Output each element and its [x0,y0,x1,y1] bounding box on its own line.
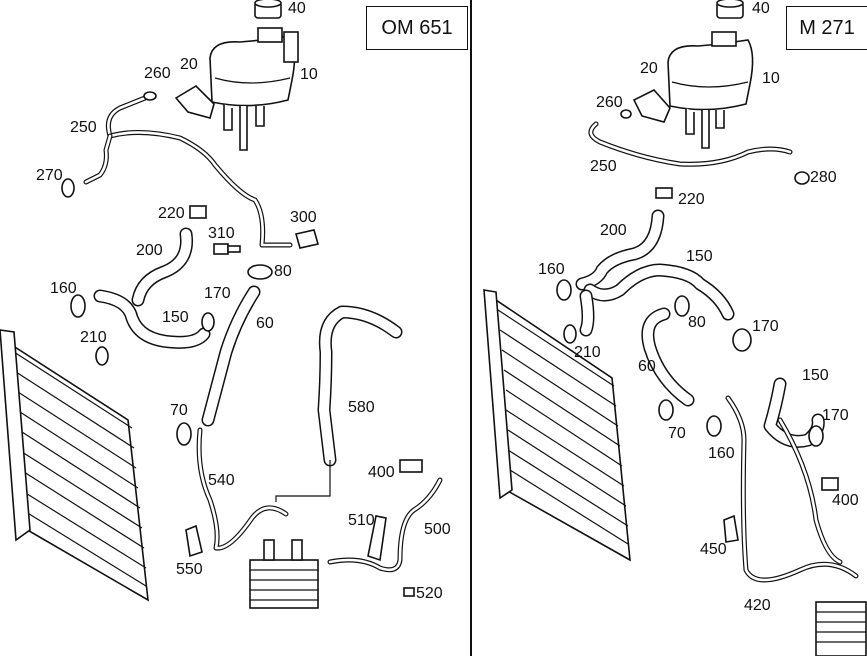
callout: 200 [600,222,627,239]
left-ring-210 [95,346,109,366]
callout: 150 [686,248,713,265]
callout: 160 [538,261,565,278]
left-hose-580 [317,305,403,467]
left-oil-cooler [249,539,319,609]
left-clip-400 [399,459,423,473]
left-ring-160 [70,294,86,318]
callout: 170 [204,285,231,302]
left-hose-540 [196,427,289,551]
right-ring-170 [732,328,752,352]
left-clip-220 [189,205,207,219]
callout: 300 [290,209,317,226]
callout: 500 [424,521,451,538]
left-ring-70 [176,422,192,446]
left-expansion-tank [209,27,299,151]
callout: 60 [256,315,274,332]
left-ring-170 [201,312,215,332]
right-ring-280 [794,171,810,185]
callout: 250 [70,119,97,136]
callout: 60 [638,358,656,375]
callout: 80 [688,314,706,331]
callout: 220 [678,191,705,208]
callout: 40 [288,0,306,17]
right-reservoir-cap [716,0,744,19]
callout: 310 [208,225,235,242]
callout: 260 [596,94,623,111]
callout: 70 [668,425,686,442]
left-hose-500 [327,477,443,573]
right-hose-420 [725,395,859,583]
right-bracket-20 [632,89,671,123]
callout: 510 [348,512,375,529]
callout: 150 [162,309,189,326]
left-sensor-300 [294,229,320,249]
right-hose-200 [575,209,665,291]
engine-badge-left: OM 651 [366,6,468,50]
left-radiator [0,329,149,602]
callout: 520 [416,585,443,602]
right-ring-210 [563,324,577,344]
left-bracket-550 [185,524,203,558]
right-hose-60 [641,307,695,407]
callout: 550 [176,561,203,578]
callout: 160 [50,280,77,297]
callout: 170 [822,407,849,424]
left-bracket-510 [367,515,387,562]
callout: 220 [158,205,185,222]
callout: 10 [300,66,318,83]
right-ring-160 [556,279,572,301]
left-ring-80 [247,264,273,280]
callout: 170 [752,318,779,335]
callout: 70 [170,402,188,419]
left-ring-270 [61,178,75,198]
right-radiator [483,289,631,562]
callout: 270 [36,167,63,184]
left-bolt-310 [213,243,241,255]
right-clip-220 [655,187,673,199]
callout: 580 [348,399,375,416]
right-hose-150-upper [583,263,735,321]
left-ring-260 [143,91,157,101]
right-ring-160-lower [706,415,722,437]
callout: 10 [762,70,780,87]
callout: 80 [274,263,292,280]
left-nut-520 [403,587,415,597]
callout: 160 [708,445,735,462]
right-clip-400 [821,477,839,491]
callout: 150 [802,367,829,384]
callout: 20 [180,56,198,73]
callout: 400 [832,492,859,509]
right-oil-cooler [815,601,867,656]
left-hose-200 [131,227,194,307]
left-reservoir-cap [254,0,282,19]
callout: 400 [368,464,395,481]
callout: 20 [640,60,658,77]
left-hose-60 [201,285,261,427]
right-expansion-tank [667,31,754,149]
left-hose-250 [83,95,293,248]
callout: 420 [744,597,771,614]
right-hose-250 [588,121,793,167]
callout: 280 [810,169,837,186]
right-ring-260 [620,109,632,119]
callout: 450 [700,541,727,558]
callout: 40 [752,0,770,17]
callout: 260 [144,65,171,82]
right-ring-70 [658,399,674,421]
right-ring-80 [674,295,690,317]
engine-badge-right: M 271 [786,6,867,50]
left-bracket-20 [174,84,215,119]
callout: 210 [80,329,107,346]
callout: 200 [136,242,163,259]
right-bracket-450 [723,514,739,543]
callout: 540 [208,472,235,489]
callout: 250 [590,158,617,175]
callout: 210 [574,344,601,361]
left-hose-150 [93,289,211,349]
right-ring-170-lower [808,425,824,447]
